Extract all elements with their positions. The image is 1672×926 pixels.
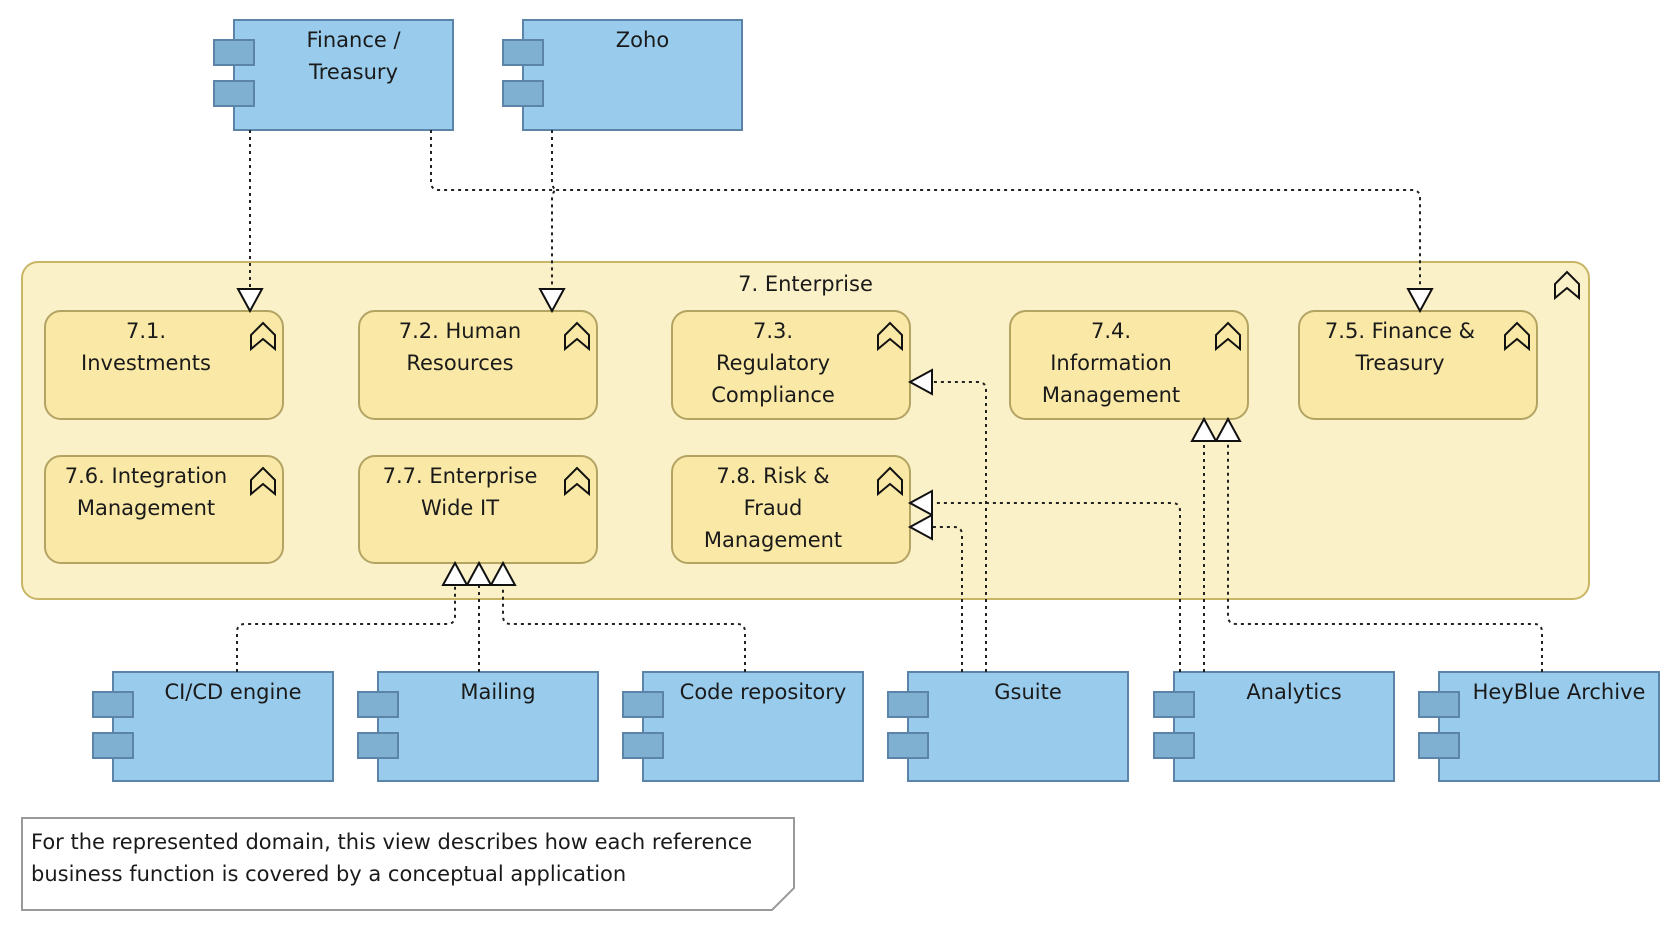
application-label-mailing: Mailing xyxy=(460,680,536,704)
business-function-f71[interactable] xyxy=(44,310,284,420)
business-function-label-f75: 7.5. Finance & Treasury xyxy=(1324,319,1476,375)
application-label-cicd: CI/CD engine xyxy=(164,680,302,704)
business-function-label-f71: 7.1. Investments xyxy=(81,319,211,375)
business-function-label-f77: 7.7. Enterprise Wide IT xyxy=(382,464,538,520)
relation-coderepo-to-f77[interactable] xyxy=(502,583,746,672)
relation-heyblue-to-f74[interactable] xyxy=(1227,433,1543,672)
application-component-coderepo[interactable] xyxy=(622,671,864,782)
component-icon xyxy=(622,691,664,759)
component-icon xyxy=(357,691,399,759)
business-function-label-f72: 7.2. Human Resources xyxy=(398,319,522,375)
application-component-heyblue[interactable] xyxy=(1418,671,1660,782)
function-chevron-icon xyxy=(250,466,276,497)
application-label-analytics: Analytics xyxy=(1246,680,1342,704)
open-triangle-arrowhead-icon xyxy=(907,489,933,517)
relation-gsuite-to-f78[interactable] xyxy=(924,526,963,672)
application-label-finance: Finance / Treasury xyxy=(306,28,401,84)
component-icon xyxy=(213,39,255,107)
open-triangle-arrowhead-icon xyxy=(1190,416,1218,442)
application-component-analytics[interactable] xyxy=(1153,671,1395,782)
application-component-cicd[interactable] xyxy=(92,671,334,782)
function-chevron-icon xyxy=(1215,321,1241,352)
business-function-label-f76: 7.6. Integration Management xyxy=(64,464,228,520)
enterprise-function-icon xyxy=(1554,270,1580,301)
business-function-f73[interactable] xyxy=(671,310,911,420)
note-text: For the represented domain, this view de… xyxy=(31,830,753,886)
business-function-f74[interactable] xyxy=(1009,310,1249,420)
open-triangle-arrowhead-icon xyxy=(1214,416,1242,442)
relation-analytics-to-f78[interactable] xyxy=(924,502,1181,672)
application-label-coderepo: Code repository xyxy=(679,680,847,704)
open-triangle-arrowhead-icon xyxy=(465,560,493,586)
function-chevron-icon xyxy=(250,321,276,352)
component-icon xyxy=(1153,691,1195,759)
function-chevron-icon xyxy=(1504,321,1530,352)
view-note[interactable] xyxy=(21,817,795,911)
open-triangle-arrowhead-icon xyxy=(236,288,264,314)
function-chevron-icon xyxy=(564,321,590,352)
business-function-f72[interactable] xyxy=(358,310,598,420)
function-chevron-icon xyxy=(877,321,903,352)
business-function-label-f74: 7.4. Information Management xyxy=(1041,319,1181,407)
open-triangle-arrowhead-icon xyxy=(489,560,517,586)
business-function-f78[interactable] xyxy=(671,455,911,564)
component-icon xyxy=(887,691,929,759)
application-label-gsuite: Gsuite xyxy=(994,680,1062,704)
business-function-label-f73: 7.3. Regulatory Compliance xyxy=(711,319,835,407)
application-component-zoho[interactable] xyxy=(502,19,743,131)
business-function-label-f78: 7.8. Risk & Fraud Management xyxy=(703,464,843,552)
realization-relations xyxy=(236,130,1543,672)
relation-gsuite-to-f73[interactable] xyxy=(924,381,987,672)
relation-cicd-to-f77[interactable] xyxy=(236,583,456,672)
business-function-f76[interactable] xyxy=(44,455,284,564)
application-component-gsuite[interactable] xyxy=(887,671,1129,782)
open-triangle-arrowhead-icon xyxy=(907,368,933,396)
business-function-f75[interactable] xyxy=(1298,310,1538,420)
application-label-zoho: Zoho xyxy=(615,28,670,52)
application-label-heyblue: HeyBlue Archive xyxy=(1472,680,1646,704)
enterprise-label: 7. Enterprise xyxy=(738,272,873,296)
open-triangle-arrowhead-icon xyxy=(441,560,469,586)
application-component-finance[interactable] xyxy=(213,19,454,131)
open-triangle-arrowhead-icon xyxy=(907,513,933,541)
open-triangle-arrowhead-icon xyxy=(538,288,566,314)
component-icon xyxy=(502,39,544,107)
function-chevron-icon xyxy=(877,466,903,497)
application-component-mailing[interactable] xyxy=(357,671,599,782)
function-chevron-icon xyxy=(564,466,590,497)
open-triangle-arrowhead-icon xyxy=(1406,288,1434,314)
component-icon xyxy=(1418,691,1460,759)
component-icon xyxy=(92,691,134,759)
